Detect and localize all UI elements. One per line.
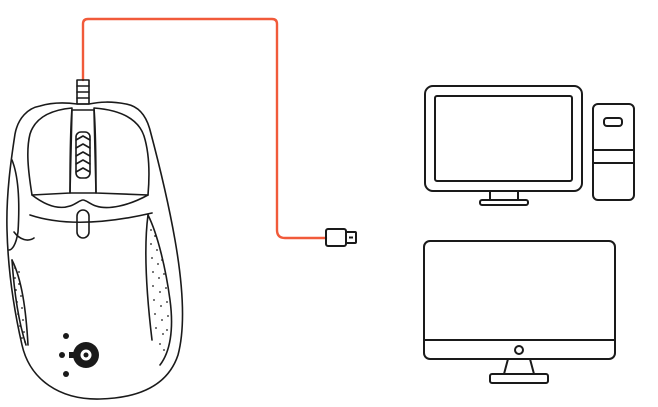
all-in-one-computer-icon (423, 240, 616, 384)
brand-logo-icon (59, 333, 99, 377)
left-grip-texture (14, 267, 26, 343)
right-grip-texture (150, 229, 169, 351)
desktop-computer-icon (424, 85, 635, 206)
gaming-mouse-icon (6, 79, 184, 400)
usb-connector-icon (325, 228, 357, 247)
usb-cable (81, 17, 328, 240)
